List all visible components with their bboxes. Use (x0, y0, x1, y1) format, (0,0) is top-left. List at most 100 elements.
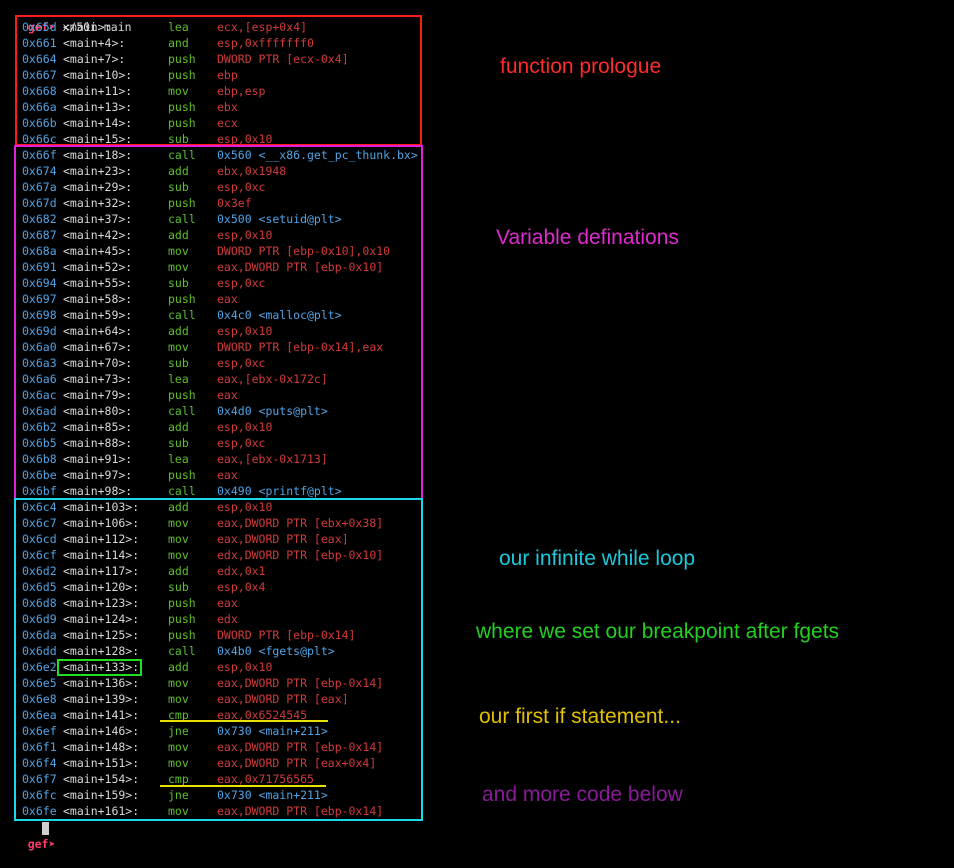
instruction-symbol: <main+55>: (63, 276, 133, 290)
instruction-symbol: <main+123>: (63, 596, 140, 610)
instruction-operands: eax,DWORD PTR [eax+0x4] (217, 756, 377, 770)
instruction-operands: eax (217, 596, 238, 610)
instruction-mnemonic: add (168, 660, 189, 674)
instruction-symbol: <main+133>: (63, 660, 140, 674)
instruction-address: 0x6f7 (22, 772, 57, 786)
instruction-symbol: <main+161>: (63, 804, 140, 818)
instruction-operands: edx (217, 612, 238, 626)
instruction-symbol: <main+23>: (63, 164, 133, 178)
instruction-address: 0x66a (22, 100, 57, 114)
breakpoint-box (57, 659, 142, 676)
instruction-address: 0x6e2 (22, 660, 57, 674)
instruction-mnemonic: push (168, 116, 196, 130)
gef-prompt: gef➤ (27, 20, 56, 34)
instruction-operands: eax,DWORD PTR [ebp-0x14] (217, 740, 384, 754)
instruction-mnemonic: mov (168, 756, 189, 770)
instruction-address: 0x694 (22, 276, 57, 290)
instruction-address: 0x6d9 (22, 612, 57, 626)
instruction-mnemonic: jne (168, 788, 189, 802)
instruction-mnemonic: mov (168, 692, 189, 706)
instruction-operands: 0x4c0 <malloc@plt> (217, 308, 342, 322)
instruction-symbol: <main+120>: (63, 580, 140, 594)
instruction-mnemonic: mov (168, 676, 189, 690)
instruction-address: 0x69d (22, 324, 57, 338)
instruction-mnemonic: lea (168, 372, 189, 386)
instruction-symbol: <main+67>: (63, 340, 133, 354)
instruction-mnemonic: mov (168, 548, 189, 562)
instruction-symbol: <main+11>: (63, 84, 133, 98)
instruction-operands: esp,0xfffffff0 (217, 36, 314, 50)
instruction-mnemonic: add (168, 324, 189, 338)
instruction-operands: ebp,esp (217, 84, 266, 98)
instruction-address: 0x6a6 (22, 372, 57, 386)
instruction-address: 0x698 (22, 308, 57, 322)
instruction-address: 0x66b (22, 116, 57, 130)
instruction-address: 0x687 (22, 228, 57, 242)
instruction-symbol: <main+80>: (63, 404, 133, 418)
instruction-symbol: <main+117>: (63, 564, 140, 578)
instruction-symbol: <main+37>: (63, 212, 133, 226)
instruction-mnemonic: push (168, 612, 196, 626)
instruction-mnemonic: mov (168, 244, 189, 258)
instruction-address: 0x65d (22, 20, 57, 34)
instruction-mnemonic: lea (168, 20, 189, 34)
instruction-mnemonic: add (168, 420, 189, 434)
instruction-mnemonic: push (168, 100, 196, 114)
instruction-address: 0x6b5 (22, 436, 57, 450)
instruction-operands: 0x730 <main+211> (217, 788, 328, 802)
instruction-mnemonic: sub (168, 276, 189, 290)
instruction-address: 0x6f4 (22, 756, 57, 770)
instruction-operands: eax,DWORD PTR [ebp-0x14] (217, 804, 384, 818)
instruction-address: 0x6cf (22, 548, 57, 562)
instruction-address: 0x66f (22, 148, 57, 162)
instruction-address: 0x6e8 (22, 692, 57, 706)
instruction-mnemonic: call (168, 404, 196, 418)
instruction-mnemonic: push (168, 596, 196, 610)
instruction-mnemonic: push (168, 388, 196, 402)
instruction-address: 0x6b2 (22, 420, 57, 434)
instruction-symbol: <main+73>: (63, 372, 133, 386)
instruction-operands: DWORD PTR [ecx-0x4] (217, 52, 349, 66)
instruction-mnemonic: add (168, 500, 189, 514)
bottom-prompt-line[interactable]: gef➤ (0, 820, 62, 851)
instruction-operands: 0x730 <main+211> (217, 724, 328, 738)
instruction-mnemonic: call (168, 644, 196, 658)
instruction-mnemonic: cmp (168, 772, 189, 786)
instruction-address: 0x6ad (22, 404, 57, 418)
instruction-symbol: <main+58>: (63, 292, 133, 306)
instruction-symbol: <main+88>: (63, 436, 133, 450)
instruction-address: 0x668 (22, 84, 57, 98)
instruction-address: 0x6da (22, 628, 57, 642)
instruction-symbol: <main+136>: (63, 676, 140, 690)
instruction-operands: eax,DWORD PTR [ebx+0x38] (217, 516, 384, 530)
instruction-operands: 0x4b0 <fgets@plt> (217, 644, 335, 658)
instruction-operands: esp,0xc (217, 276, 266, 290)
instruction-symbol: <main+112>: (63, 532, 140, 546)
instruction-operands: esp,0xc (217, 180, 266, 194)
instruction-operands: esp,0x10 (217, 228, 273, 242)
instruction-address: 0x6d2 (22, 564, 57, 578)
